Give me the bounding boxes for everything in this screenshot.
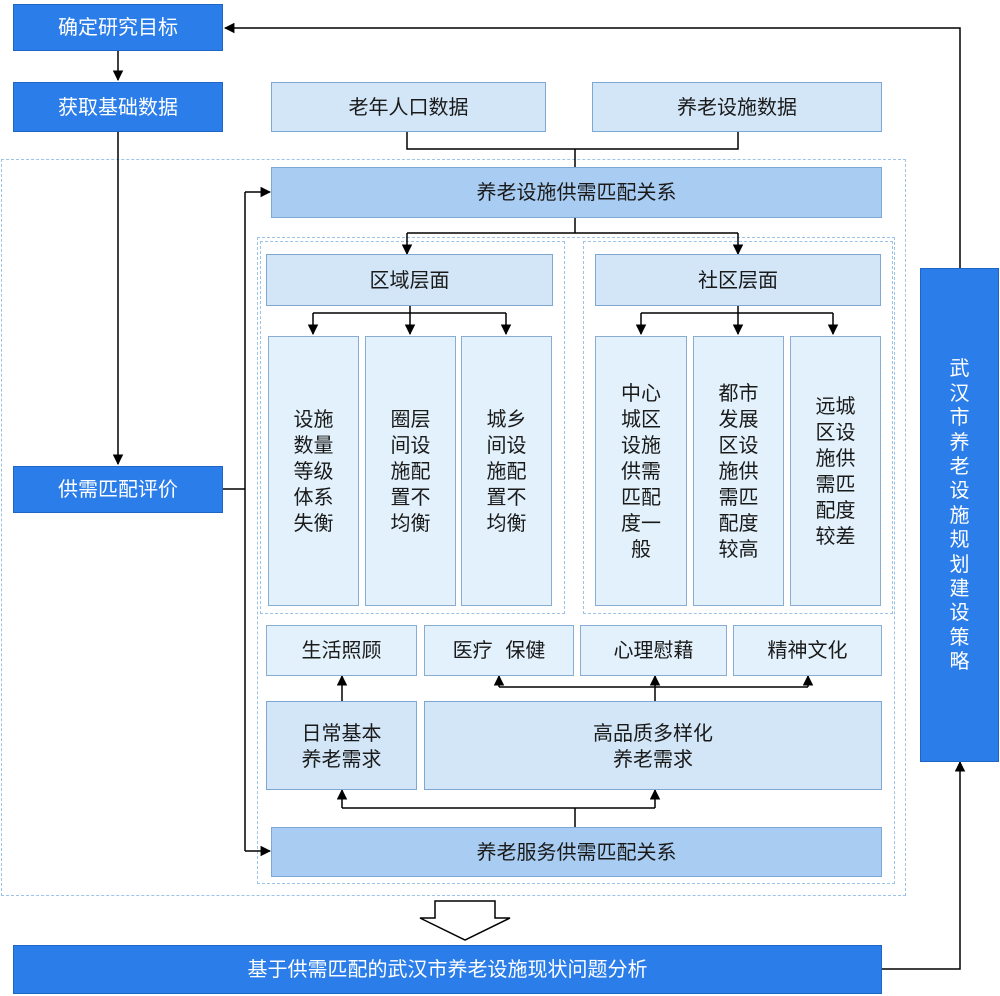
main-dashed-region [1, 159, 906, 896]
need-box: 生活照顾 [266, 625, 417, 676]
need-box: 医疗 保健 [424, 625, 574, 676]
facility-data-box: 养老设施数据 [592, 82, 882, 132]
hollow-down-arrow [419, 900, 511, 941]
need-box: 心理慰藉 [580, 625, 727, 676]
diverse-needs-box: 高品质多样化 养老需求 [424, 701, 882, 790]
community-level-box: 社区层面 [595, 254, 881, 306]
basic-needs-box: 日常基本 养老需求 [266, 701, 417, 790]
service-match-box: 养老服务供需匹配关系 [271, 827, 882, 877]
analysis-box: 基于供需匹配的武汉市养老设施现状问题分析 [13, 945, 882, 994]
strategy-box: 武 汉 市 养 老 设 施 规 划 建 设 策 略 [920, 268, 999, 762]
regional-level-box: 区域层面 [266, 254, 553, 306]
community-item: 都市 发展 区设 施供 需匹 配度 较高 [693, 336, 784, 606]
evaluation-box: 供需匹配评价 [13, 466, 223, 513]
goal-box: 确定研究目标 [13, 4, 223, 51]
community-item: 中心 城区 设施 供需 匹配 度一 般 [595, 336, 687, 606]
facility-match-box: 养老设施供需匹配关系 [271, 167, 882, 218]
regional-dashed-region [260, 241, 565, 614]
elderly-data-box: 老年人口数据 [271, 82, 546, 132]
inner-dashed-region [257, 237, 895, 884]
regional-item: 圈层 间设 施配 置不 均衡 [365, 336, 456, 606]
community-item: 远城 区设 施供 需匹 配度 较差 [790, 336, 881, 606]
data-box: 获取基础数据 [13, 82, 223, 132]
need-box: 精神文化 [733, 625, 882, 676]
regional-item: 设施 数量 等级 体系 失衡 [268, 336, 359, 606]
regional-item: 城乡 间设 施配 置不 均衡 [461, 336, 552, 606]
